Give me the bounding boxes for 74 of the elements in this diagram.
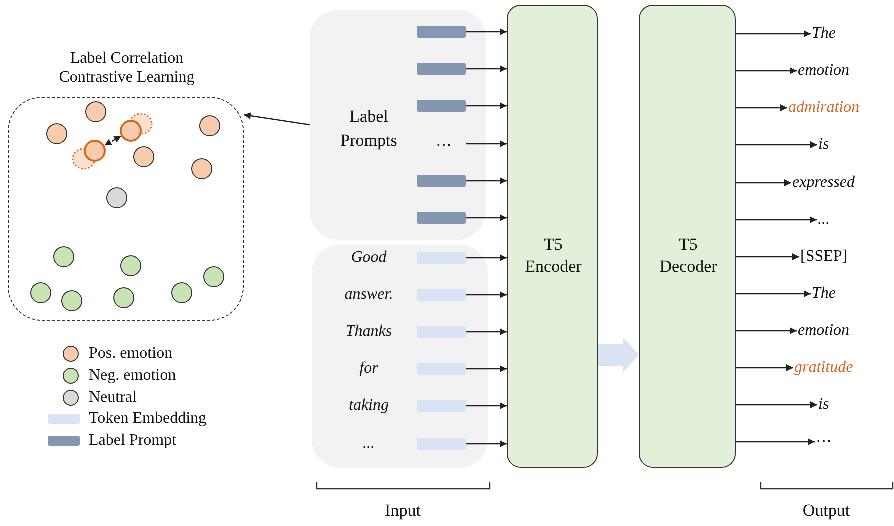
token-embedding-bar [417,400,466,412]
axis-caption: Output [802,500,852,522]
block-label: T5 Decoder [658,234,718,278]
arrow [736,328,797,334]
arrow [466,254,507,262]
arrow [104,136,122,146]
arrow [466,178,507,184]
arrow [736,290,811,298]
highlighted-label-circle [84,140,106,162]
output-token: expressed [792,171,856,195]
output-token: admiration [788,96,861,120]
arrow [736,216,817,224]
arrow [736,438,815,446]
arrow [466,66,507,72]
legend-label: Neutral [89,388,137,408]
arrow [466,440,507,448]
section-title: Label Correlation Contrastive Learning [58,49,196,87]
ellipsis: ⋯ [422,134,466,154]
arrow [736,180,792,186]
label-prompt-bar [417,100,466,112]
arrow [736,104,788,112]
highlighted-label-circle [120,120,142,142]
axis-caption: Input [384,500,422,522]
label-prompt-bar [417,26,466,38]
output-token: is [818,133,830,157]
arrow [736,402,818,408]
arrow [736,364,794,372]
arrow [466,402,507,410]
arrow [736,30,811,38]
legend-label: Token Embedding [89,409,207,430]
output-token: ⋯ [815,430,833,454]
token-embedding-bar [417,438,466,450]
input-token: Good [350,248,388,268]
output-token: is [818,393,830,417]
output-token: The [811,22,837,46]
output-token: The [811,282,837,306]
label-prompt-bar [417,212,466,224]
input-token: taking [348,396,390,416]
arrow [466,366,507,372]
decoder-block [639,5,736,468]
output-token: [SSEP] [800,245,849,269]
token-embedding-bar [417,363,466,375]
token-embedding-bar [417,289,466,301]
arrow [466,328,507,336]
input-token: Thanks [344,322,394,342]
label-prompt-bar [417,63,466,75]
legend-label: Label Prompt [89,431,177,452]
token-embedding-bar [417,252,466,264]
arrow [466,28,507,36]
token-embedding-bar [417,326,466,338]
encoder-block [507,5,598,468]
label-prompt-bar [417,175,466,187]
output-token: gratitude [794,356,854,380]
label-prompts-panel [310,10,486,240]
arrow [466,140,507,148]
arrow [466,102,507,110]
arrow [736,142,818,148]
arrow [736,68,797,74]
arrow [466,214,507,222]
arrow [466,292,507,298]
input-token: answer. [344,285,394,305]
arrow [244,112,310,126]
arrow [736,254,800,260]
block-arrow [598,337,639,373]
output-token: ... [817,208,831,232]
panel-label: Label Prompts [340,106,398,152]
input-panel [312,245,488,468]
block-label: T5 Encoder [524,234,583,278]
output-token: emotion [797,59,851,83]
legend-label: Neg. emotion [89,366,176,386]
output-token: emotion [797,319,851,343]
input-token: for [358,359,380,379]
input-token: ... [362,434,376,454]
legend-label: Pos. emotion [89,344,173,364]
